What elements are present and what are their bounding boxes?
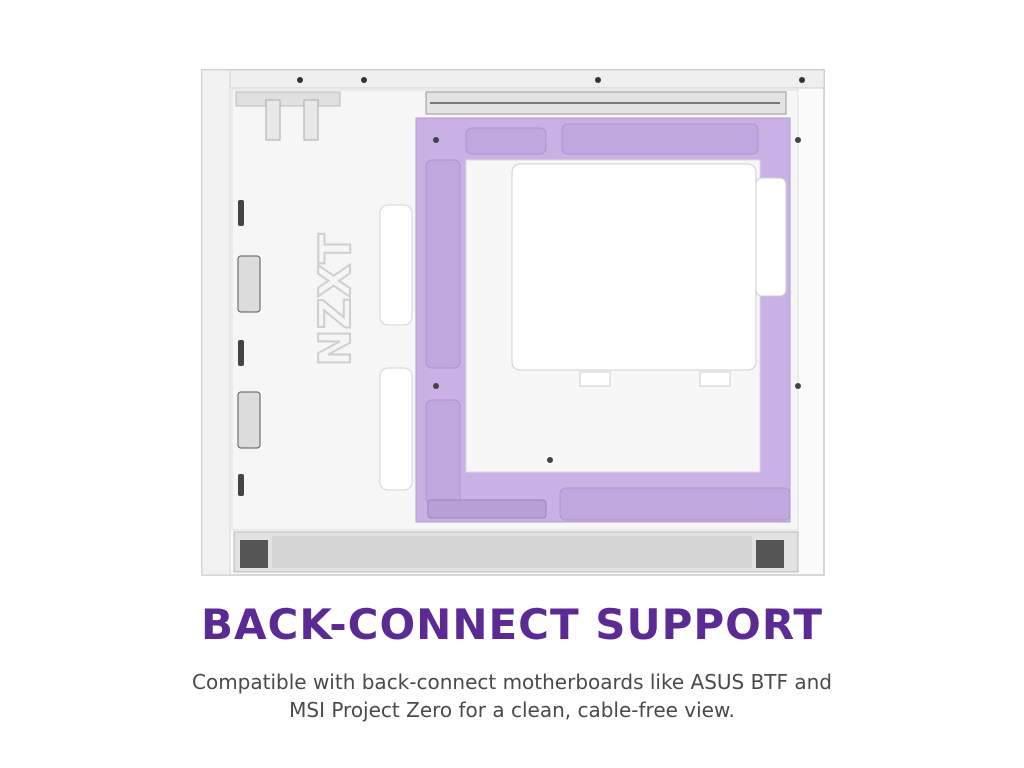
subtitle-line-1: Compatible with back-connect motherboard… [192, 670, 832, 694]
subtitle-line-2: MSI Project Zero for a clean, cable-free… [289, 698, 735, 722]
svg-text:NZXT: NZXT [310, 234, 361, 367]
subtitle: Compatible with back-connect motherboard… [0, 668, 1024, 724]
nzxt-logo-emboss: NZXT [309, 233, 362, 368]
headline: BACK-CONNECT SUPPORT [200, 600, 823, 649]
pc-case-interior-photo: NZXT [201, 69, 825, 576]
